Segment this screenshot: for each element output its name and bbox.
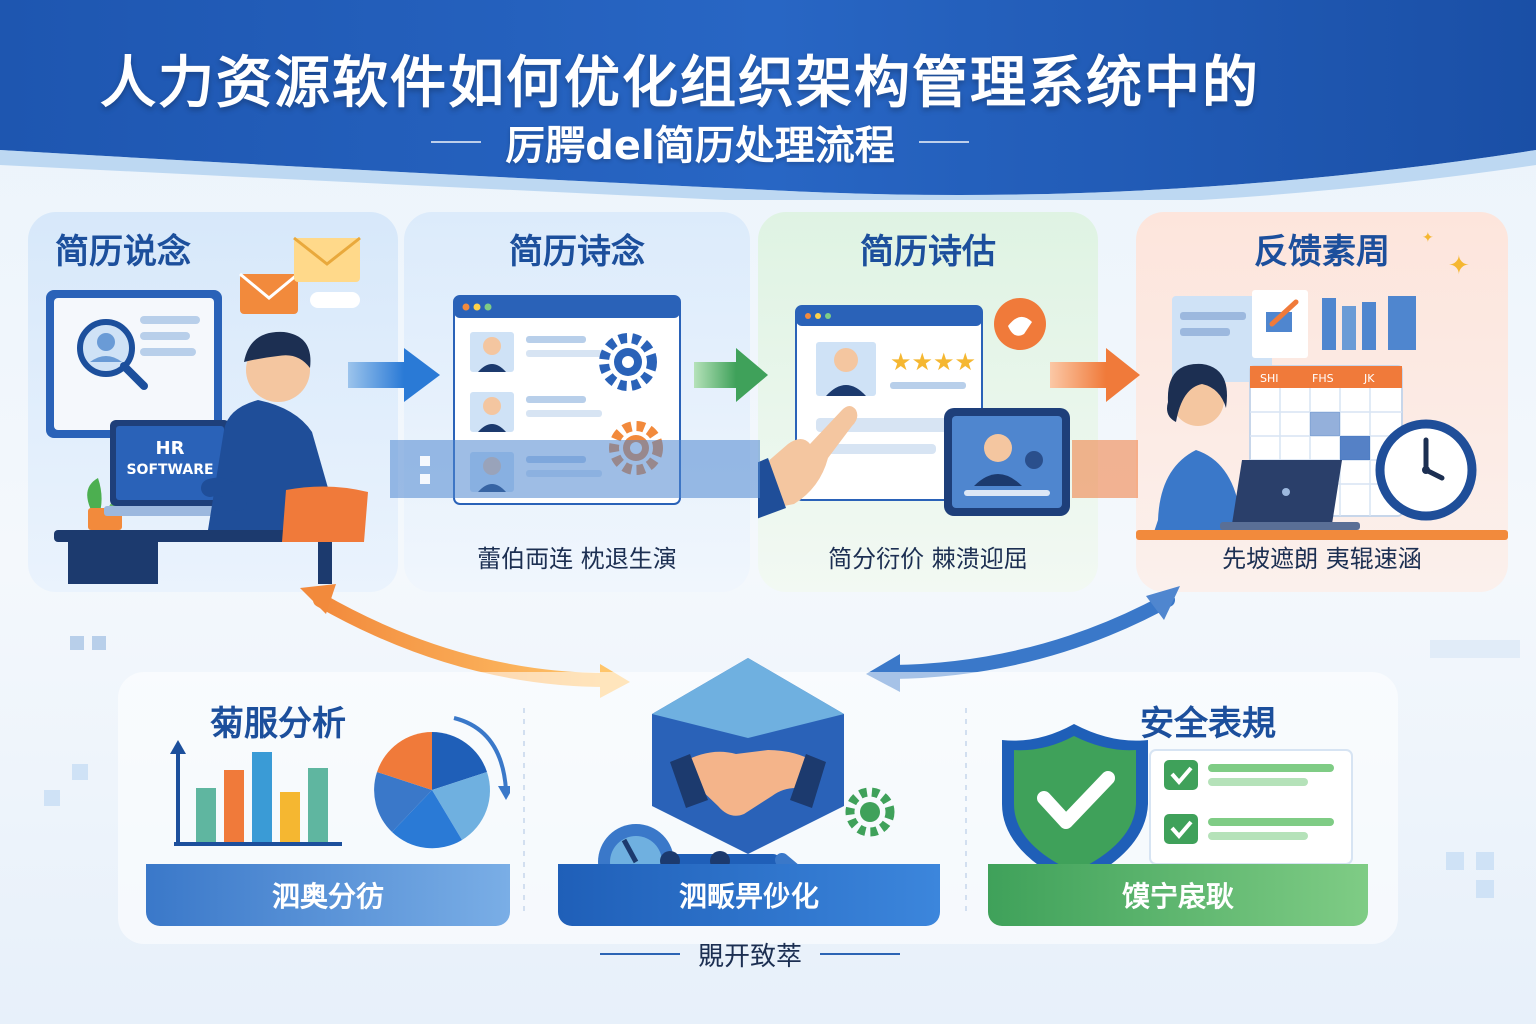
stage-caption: 先坡遮朗 夷辊速涵 (1222, 545, 1422, 573)
module-bar: 馍宁扆耿 (988, 864, 1368, 926)
page-title: 人力资源软件如何优化组织架构管理系统中的 (100, 51, 1260, 116)
stage-title: 简历说念 (55, 232, 191, 272)
stage-title: 简历诗念 (509, 232, 645, 272)
header-wave (0, 0, 1536, 200)
stage-title: 反馈素周 (1254, 232, 1390, 272)
module-title: 安全表規 (1140, 704, 1276, 744)
stage-resume-evaluation: 简历诗估 ★★★★ 简分衍价 棘溃迎屈 (758, 212, 1098, 592)
subtitle-divider-right (918, 141, 969, 143)
calendar-header-2: FHS (1312, 372, 1334, 385)
star-icon: ★★★★ (890, 348, 976, 376)
stage-caption: 简分衍价 棘溃迎屈 (828, 545, 1028, 573)
module-bar: 泗畈畀仯化 (558, 864, 940, 926)
subtitle-row: 厉腭del简历处理流程 (420, 112, 980, 172)
stage3-illustration: ★★★★ (758, 298, 1070, 519)
laptop-label-line1: HR (156, 438, 185, 459)
stage-feedback: 反馈素周 ✦ ✦ SHI FHS JK (1136, 212, 1508, 592)
gear-icon (845, 787, 895, 837)
stage1-illustration: HR SOFTWARE (46, 236, 368, 584)
calendar-header-3: JK (1363, 372, 1375, 385)
footer-text: 覞开致萃 (697, 941, 802, 972)
star-rating: ★★★★ (890, 348, 976, 376)
shield-check-icon (1002, 724, 1148, 886)
calendar-header-1: SHI (1260, 372, 1279, 385)
stage4-illustration: ✦ ✦ SHI FHS JK (1136, 230, 1508, 540)
checklist-row-1 (1164, 760, 1334, 790)
module-bar: 泗奥分彷 (146, 864, 510, 926)
stage-resume-screening: 简历诗念 (404, 212, 750, 592)
bar-chart-icon (170, 740, 342, 846)
footer-divider-left (599, 953, 680, 955)
module-title: 菊服分析 (210, 704, 346, 744)
page-subtitle: 厉腭del简历处理流程 (505, 123, 895, 169)
candidate-row-2 (470, 392, 602, 432)
sparkle-icon: ✦ (1422, 230, 1434, 246)
footer: 覞开致萃 (580, 934, 920, 974)
laptop-label-line2: SOFTWARE (126, 462, 213, 478)
checklist-row-2 (1164, 814, 1334, 844)
footer-divider-right (820, 953, 900, 955)
magnifier-icon (77, 319, 148, 390)
module-data-analysis: 菊服分析 泗奥分彷 (146, 694, 510, 926)
candidate-row-1 (470, 332, 602, 372)
envelope-icon (239, 272, 299, 314)
gear-icon (599, 333, 657, 391)
stage2-illustration (453, 295, 681, 505)
clock-icon (1375, 419, 1477, 521)
sparkle-icon: ✦ (1448, 251, 1470, 281)
handshake-icon (652, 658, 844, 854)
module-security-compliance: 安全表規 馍宁扆耿 (988, 694, 1368, 926)
pie-chart-icon (374, 716, 510, 849)
subtitle-divider-left (431, 141, 482, 143)
module1-illustration (170, 716, 510, 849)
envelope-icon (293, 236, 361, 282)
stage-resume-collection: 简历说念 HR SOFTW (28, 212, 398, 592)
stage-title: 简历诗估 (860, 232, 996, 272)
header-banner: 人力资源软件如何优化组织架构管理系统中的 厉腭del简历处理流程 (0, 0, 1536, 200)
stage-caption: 蕾伯両连 枕退生演 (477, 545, 677, 573)
module-automation: 泗畈畀仯化 (558, 658, 940, 926)
